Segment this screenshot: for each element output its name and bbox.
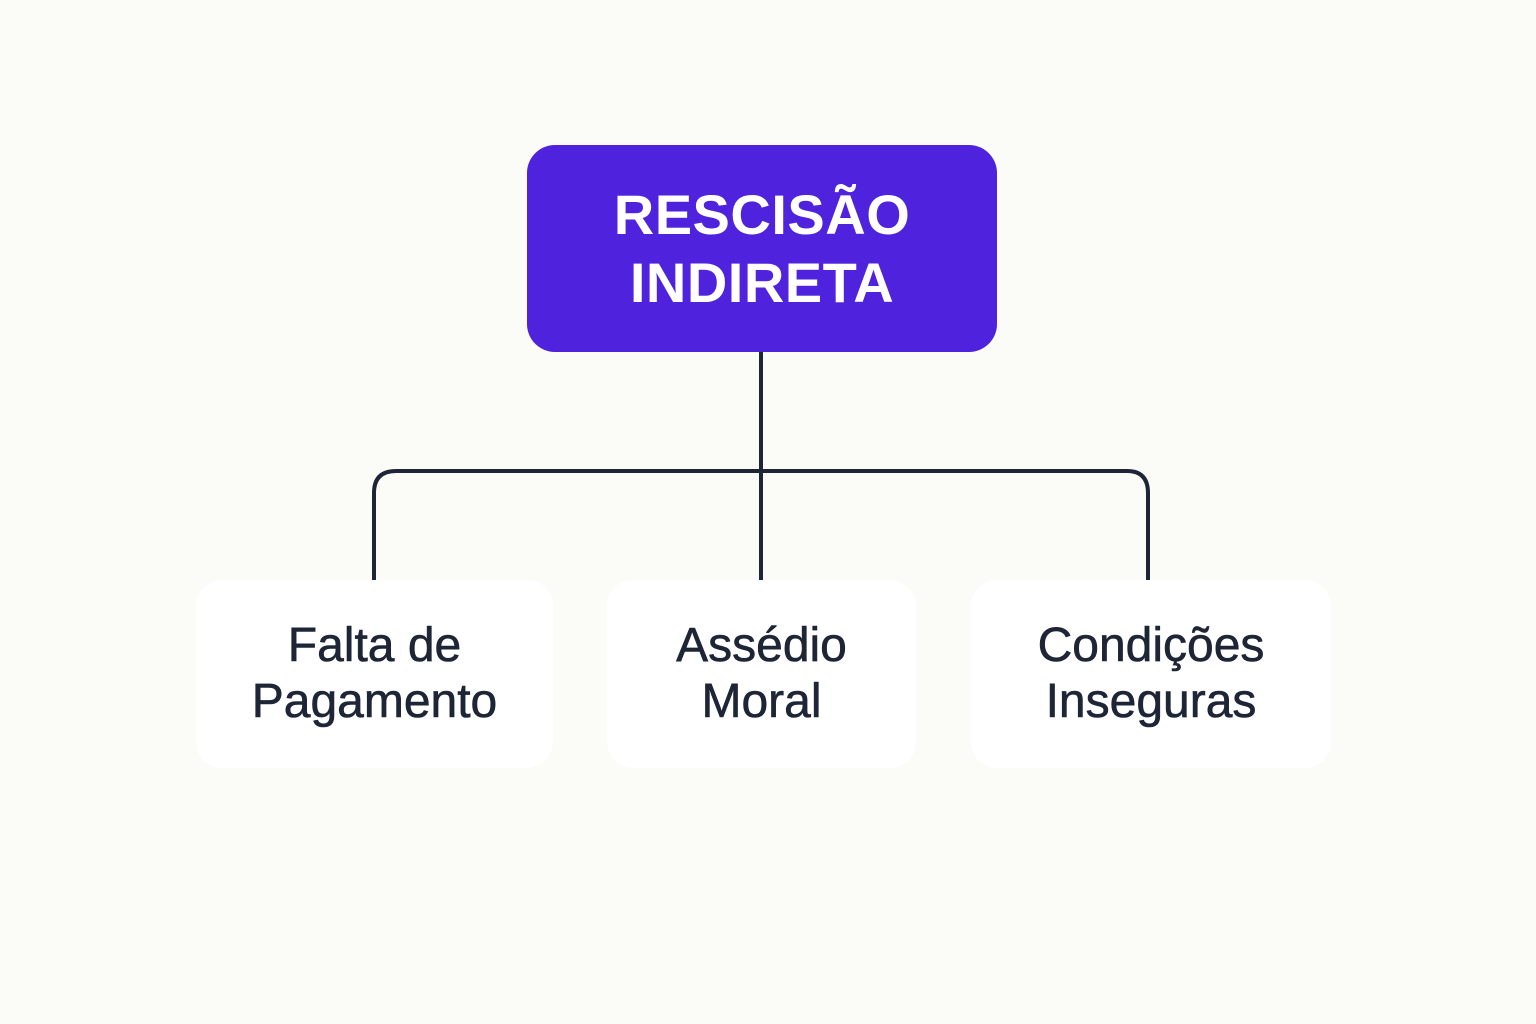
child-node-2-label-line-2: Moral [701,675,822,729]
child-node-3-label-line-1: Condições [1037,619,1265,673]
root-node-rescisao-indireta: RESCISÃO INDIRETA [527,145,997,352]
root-node-label-line-2: INDIRETA [629,250,895,314]
child-node-assedio-moral: Assédio Moral [607,580,916,768]
root-node-label-line-1: RESCISÃO [613,182,911,246]
branch-bar-left-connector [372,469,1150,582]
child-node-2-label-line-1: Assédio [676,619,847,673]
child-node-1-label-line-1: Falta de [287,619,462,673]
child-node-1-label-line-2: Pagamento [251,675,498,729]
child-node-falta-de-pagamento: Falta de Pagamento [196,580,553,768]
child-node-condicoes-inseguras: Condições Inseguras [971,580,1331,768]
child-node-3-label-line-2: Inseguras [1045,675,1257,729]
